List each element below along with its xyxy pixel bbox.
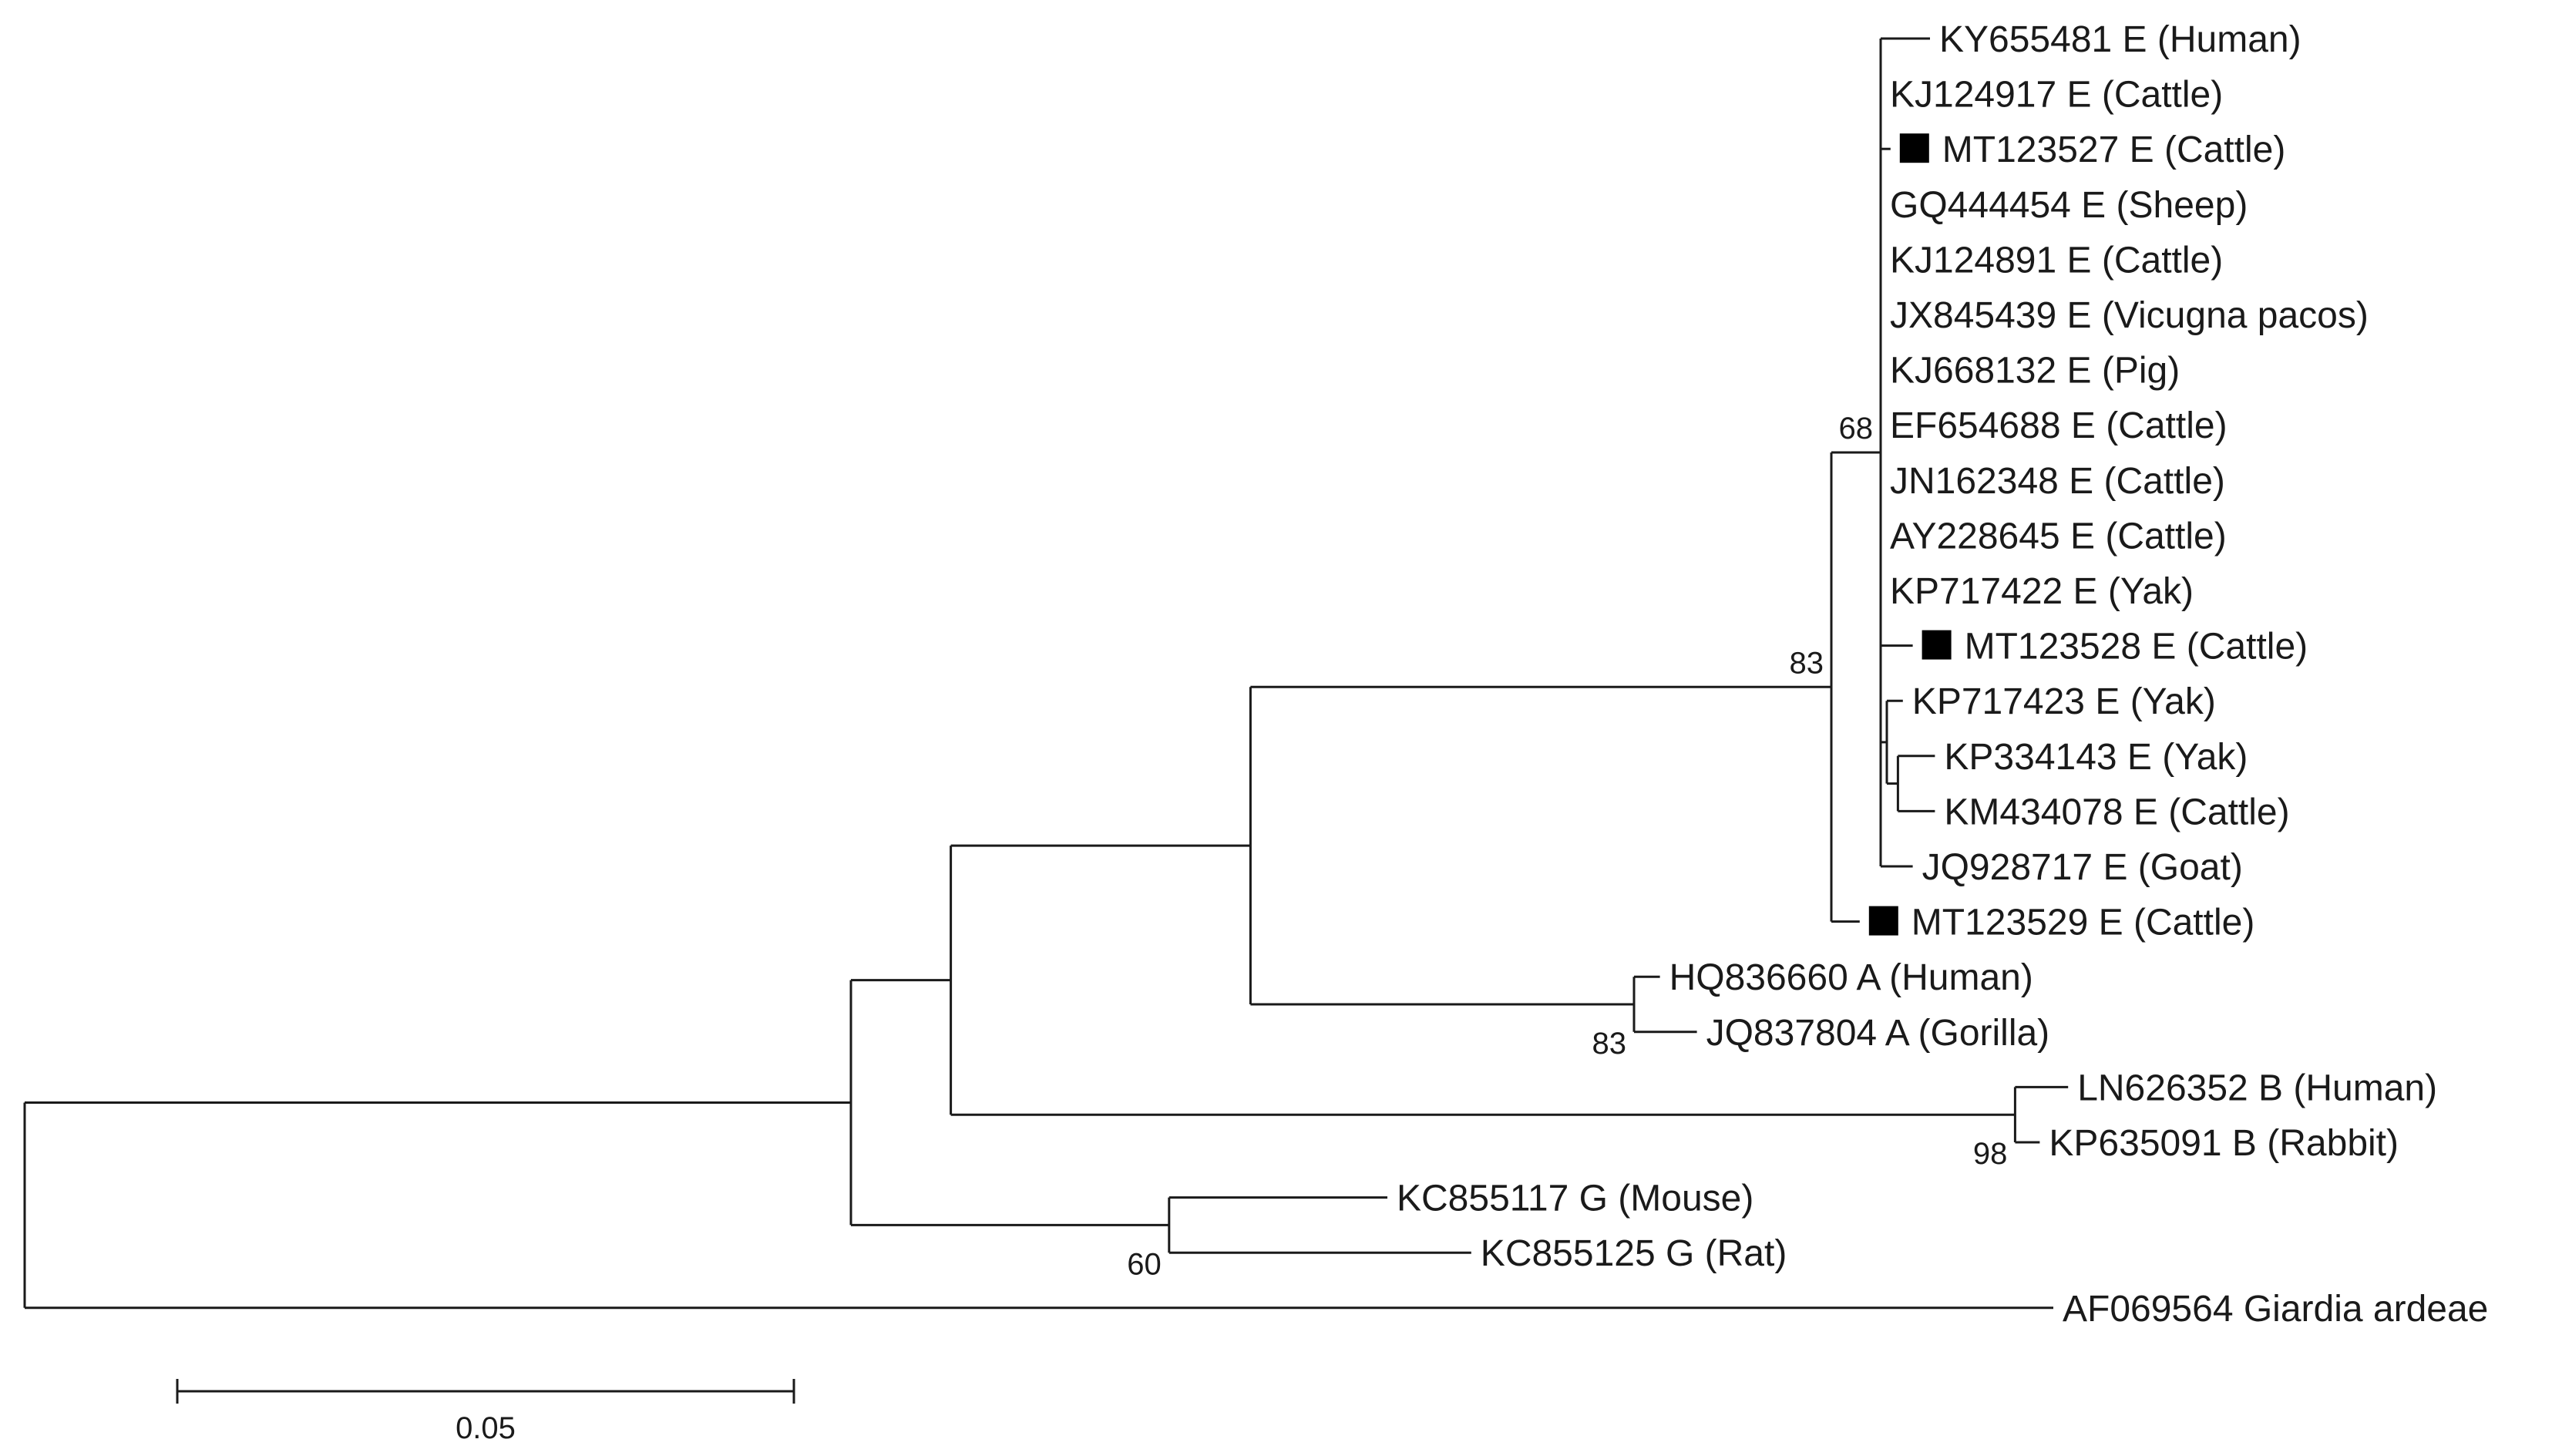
bootstrap-value-nE1: 68 [1839,412,1874,446]
leaf-label: KJ124917 E (Cattle) [1890,75,2223,116]
sample-marker-square [1868,906,1898,936]
leaf-label: JN162348 E (Cattle) [1890,461,2225,502]
leaf-label: JX845439 E (Vicugna pacos) [1890,295,2369,336]
scale-bar: 0.05 [176,1379,795,1445]
leaf-label: KP635091 B (Rabbit) [2049,1123,2399,1164]
leaf-label: EF654688 E (Cattle) [1890,405,2228,446]
leaf-label: AY228645 E (Cattle) [1890,516,2227,557]
bootstrap-value-nG: 60 [1127,1247,1162,1281]
bootstrap-value-nE: 83 [1790,646,1824,680]
leaf-label: GQ444454 E (Sheep) [1890,185,2248,226]
leaf-label: JQ837804 A (Gorilla) [1706,1013,2050,1054]
leaf-label: KP717423 E (Yak) [1912,681,2216,722]
leaf-label: MT123528 E (Cattle) [1965,627,2308,667]
leaf-label: MT123529 E (Cattle) [1911,903,2255,943]
leaf-label: JQ928717 E (Goat) [1922,847,2243,888]
leaf-label: KP717422 E (Yak) [1890,571,2194,612]
leaf-label: LN626352 B (Human) [2077,1068,2437,1108]
bootstrap-value-nA: 83 [1592,1027,1627,1061]
branch-layer [23,37,2069,1310]
leaf-label: HQ836660 A (Human) [1669,957,2033,998]
sample-marker-square [1899,133,1929,163]
scale-bar-label: 0.05 [456,1411,516,1445]
leaf-label: KJ124891 E (Cattle) [1890,240,2223,281]
leaf-label: KC855125 G (Rat) [1481,1233,1787,1274]
bootstrap-value-nB: 98 [1973,1137,2008,1171]
leaf-label: KY655481 E (Human) [1939,19,2302,60]
leaf-label: MT123527 E (Cattle) [1942,129,2286,170]
leaf-label: KM434078 E (Cattle) [1944,792,2289,832]
leaf-label: KC855117 G (Mouse) [1397,1179,1753,1219]
leaf-label: KJ668132 E (Pig) [1890,351,2180,392]
sample-marker-square [1922,630,1952,660]
leaf-label: AF069564 Giardia ardeae [2063,1289,2488,1330]
leaf-label: KP334143 E (Yak) [1944,737,2248,778]
label-layer: KY655481 E (Human) KJ124917 E (Cattle) MT1… [1127,19,2488,1330]
